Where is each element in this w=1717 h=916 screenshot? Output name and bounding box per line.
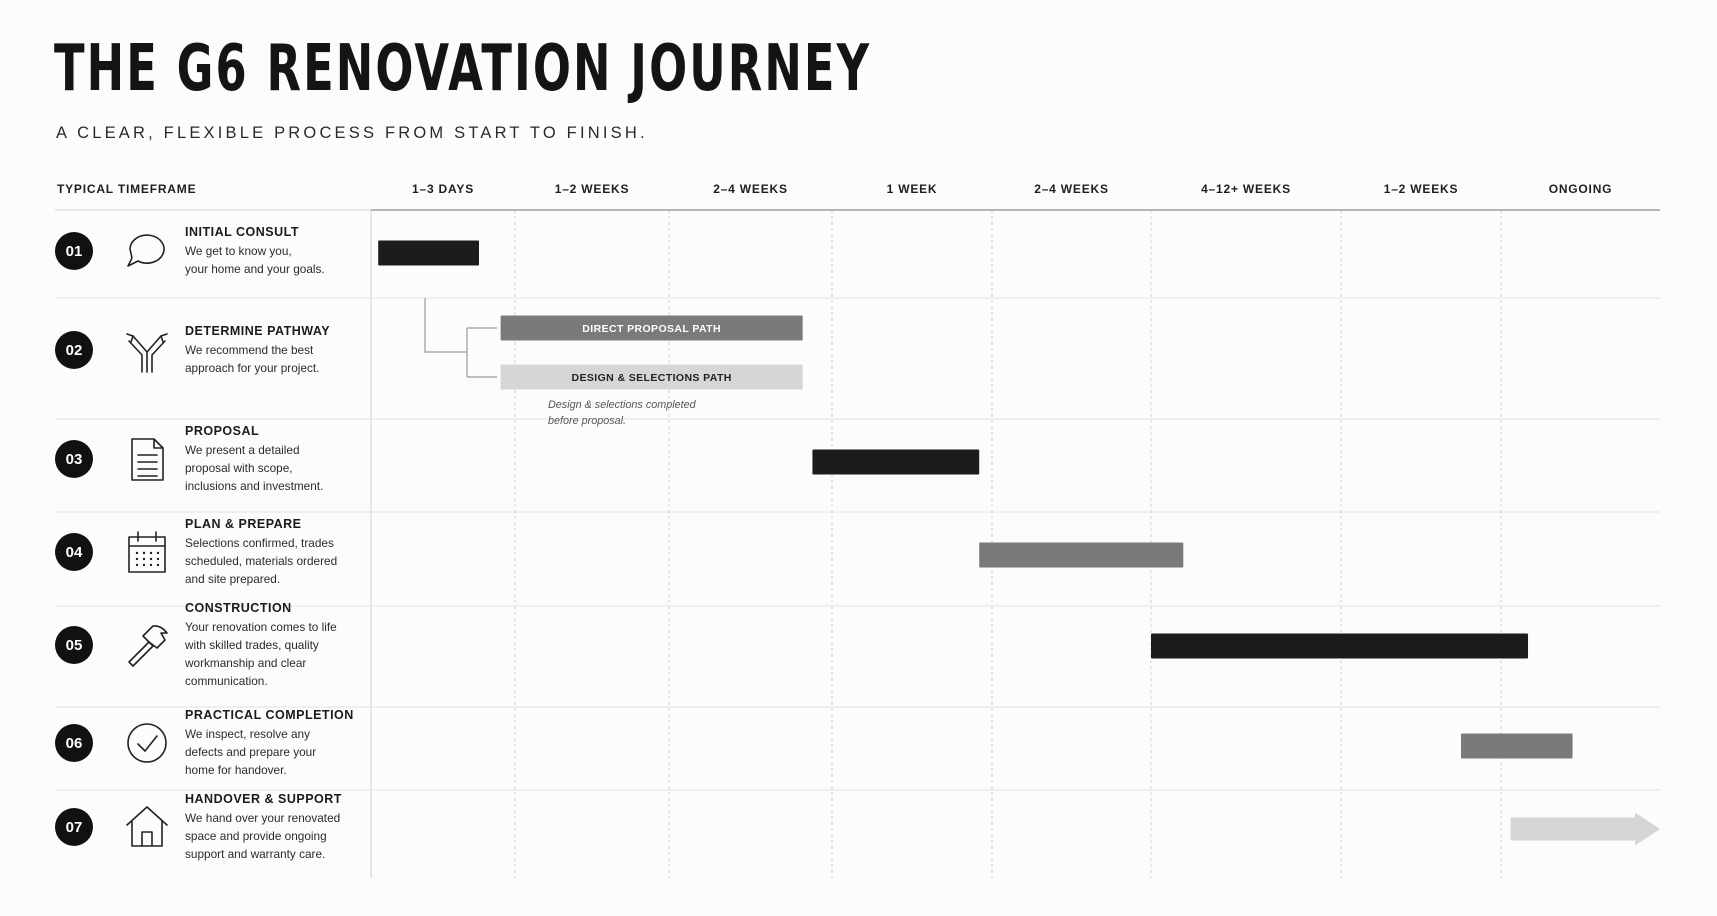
timeline-bar-04 <box>979 542 1184 568</box>
timeline-bar-01 <box>378 240 479 266</box>
phase-row-02: 02 DETERMINE PATHWAY We recommend the best… <box>55 324 330 375</box>
phase-description-line: approach for your project. <box>185 361 319 375</box>
page-title: THE G6 RENOVATION JOURNEY <box>54 32 872 106</box>
phase-description-line: defects and prepare your <box>185 745 316 759</box>
bar-rect <box>1461 733 1573 759</box>
phase-description-line: inclusions and investment. <box>185 479 323 493</box>
phase-title: PRACTICAL COMPLETION <box>185 708 354 722</box>
phase-description-line: and site prepared. <box>185 572 280 586</box>
phase-row-01: 01 INITIAL CONSULT We get to know you, your… <box>55 225 325 276</box>
phase-description-line: We recommend the best <box>185 343 314 357</box>
phase-title: PROPOSAL <box>185 424 259 438</box>
bar-rect <box>500 315 803 341</box>
phase-description-line: We inspect, resolve any <box>185 727 310 741</box>
design-path-note: Design & selections completed <box>548 399 697 411</box>
phase-description-line: We hand over your renovated <box>185 811 340 825</box>
step-number-badge: 06 <box>55 724 93 762</box>
phase-description-line: We get to know you, <box>185 244 292 258</box>
timeframe-header-row: TYPICAL TIMEFRAME 1–3 DAYS 1–2 WEEKS 2–4 W… <box>57 182 1612 196</box>
ongoing-support-arrow <box>1510 812 1660 846</box>
column-header: 4–12+ WEEKS <box>1201 182 1291 196</box>
bar-label: DIRECT PROPOSAL PATH <box>582 323 721 335</box>
step-number: 07 <box>66 819 83 836</box>
timeline-bar-07 <box>1510 812 1660 846</box>
bar-rect <box>979 542 1184 568</box>
phase-description-line: space and provide ongoing <box>185 829 327 843</box>
timeframe-header-label: TYPICAL TIMEFRAME <box>57 182 196 196</box>
column-header: 1–2 WEEKS <box>555 182 630 196</box>
timeline-bar-03 <box>812 449 980 475</box>
phase-row-05: 05 CONSTRUCTION Your renovation comes to l… <box>55 601 337 688</box>
step-number-badge: 01 <box>55 232 93 270</box>
check-circle-icon <box>127 723 167 763</box>
speech-bubble-icon <box>127 234 165 267</box>
column-header: 2–4 WEEKS <box>1034 182 1109 196</box>
column-header: 1–3 DAYS <box>412 182 474 196</box>
timeline-bar-02-0: DIRECT PROPOSAL PATH <box>500 315 803 341</box>
design-path-note: before proposal. <box>548 415 626 427</box>
phase-description-line: Selections confirmed, trades <box>185 536 334 550</box>
document-icon <box>131 438 164 481</box>
badge-circle <box>55 808 93 846</box>
phase-row-07: 07 HANDOVER & SUPPORT We hand over your re… <box>55 792 342 861</box>
fork-arrows-icon <box>126 333 168 373</box>
page-subtitle: A CLEAR, FLEXIBLE PROCESS FROM START TO … <box>56 124 648 142</box>
timeline-bar-02-1: DESIGN & SELECTIONS PATH <box>500 364 803 390</box>
badge-circle <box>55 533 93 571</box>
phase-rows: 01 INITIAL CONSULT We get to know you, your… <box>55 225 354 861</box>
grid-layer <box>55 209 1660 878</box>
hammer-icon <box>128 625 168 667</box>
step-number: 05 <box>66 637 83 654</box>
bar-rect <box>812 449 980 475</box>
phase-description-line: scheduled, materials ordered <box>185 554 337 568</box>
step-number-badge: 02 <box>55 331 93 369</box>
phase-description-line: support and warranty care. <box>185 847 325 861</box>
column-header: ONGOING <box>1549 182 1613 196</box>
badge-circle <box>55 626 93 664</box>
step-number-badge: 07 <box>55 808 93 846</box>
step-number: 04 <box>66 544 83 561</box>
phase-row-04: 04 PLAN & PREPARE Selections confirmed, tr… <box>55 517 337 586</box>
phase-title: PLAN & PREPARE <box>185 517 302 531</box>
step-number: 01 <box>66 243 83 260</box>
step-number: 03 <box>66 451 83 468</box>
bar-label: DESIGN & SELECTIONS PATH <box>571 372 731 384</box>
phase-row-06: 06 PRACTICAL COMPLETION We inspect, resolv… <box>55 708 354 777</box>
phase-description-line: proposal with scope, <box>185 461 293 475</box>
timeline-bar-06 <box>1461 733 1573 759</box>
column-header: 2–4 WEEKS <box>713 182 788 196</box>
bar-rect <box>1151 633 1529 659</box>
bar-rect <box>378 240 479 266</box>
step-number-badge: 05 <box>55 626 93 664</box>
phase-description-line: your home and your goals. <box>185 262 325 276</box>
calendar-icon <box>128 531 166 573</box>
badge-circle <box>55 724 93 762</box>
phase-title: INITIAL CONSULT <box>185 225 299 239</box>
badge-circle <box>55 232 93 270</box>
timeline-bar-05 <box>1151 633 1529 659</box>
column-header: 1–2 WEEKS <box>1384 182 1459 196</box>
bar-rect <box>500 364 803 390</box>
phase-description-line: communication. <box>185 674 268 688</box>
phase-row-03: 03 PROPOSAL We present a detailed proposal … <box>55 424 323 493</box>
badge-circle <box>55 331 93 369</box>
phase-description-line: home for handover. <box>185 763 287 777</box>
step-number-badge: 03 <box>55 440 93 478</box>
step-number: 02 <box>66 342 83 359</box>
pathway-connector <box>424 298 497 378</box>
timeline-bars: DIRECT PROPOSAL PATH DESIGN & SELECTIONS … <box>378 240 1660 846</box>
phase-title: CONSTRUCTION <box>185 601 292 615</box>
step-number: 06 <box>66 735 83 752</box>
badge-circle <box>55 440 93 478</box>
phase-title: DETERMINE PATHWAY <box>185 324 330 338</box>
step-number-badge: 04 <box>55 533 93 571</box>
phase-description-line: We present a detailed <box>185 443 300 457</box>
phase-description-line: workmanship and clear <box>184 656 306 670</box>
phase-title: HANDOVER & SUPPORT <box>185 792 342 806</box>
house-icon <box>126 806 168 847</box>
phase-description-line: Your renovation comes to life <box>185 620 337 634</box>
column-header: 1 WEEK <box>887 182 938 196</box>
phase-description-line: with skilled trades, quality <box>184 638 319 652</box>
